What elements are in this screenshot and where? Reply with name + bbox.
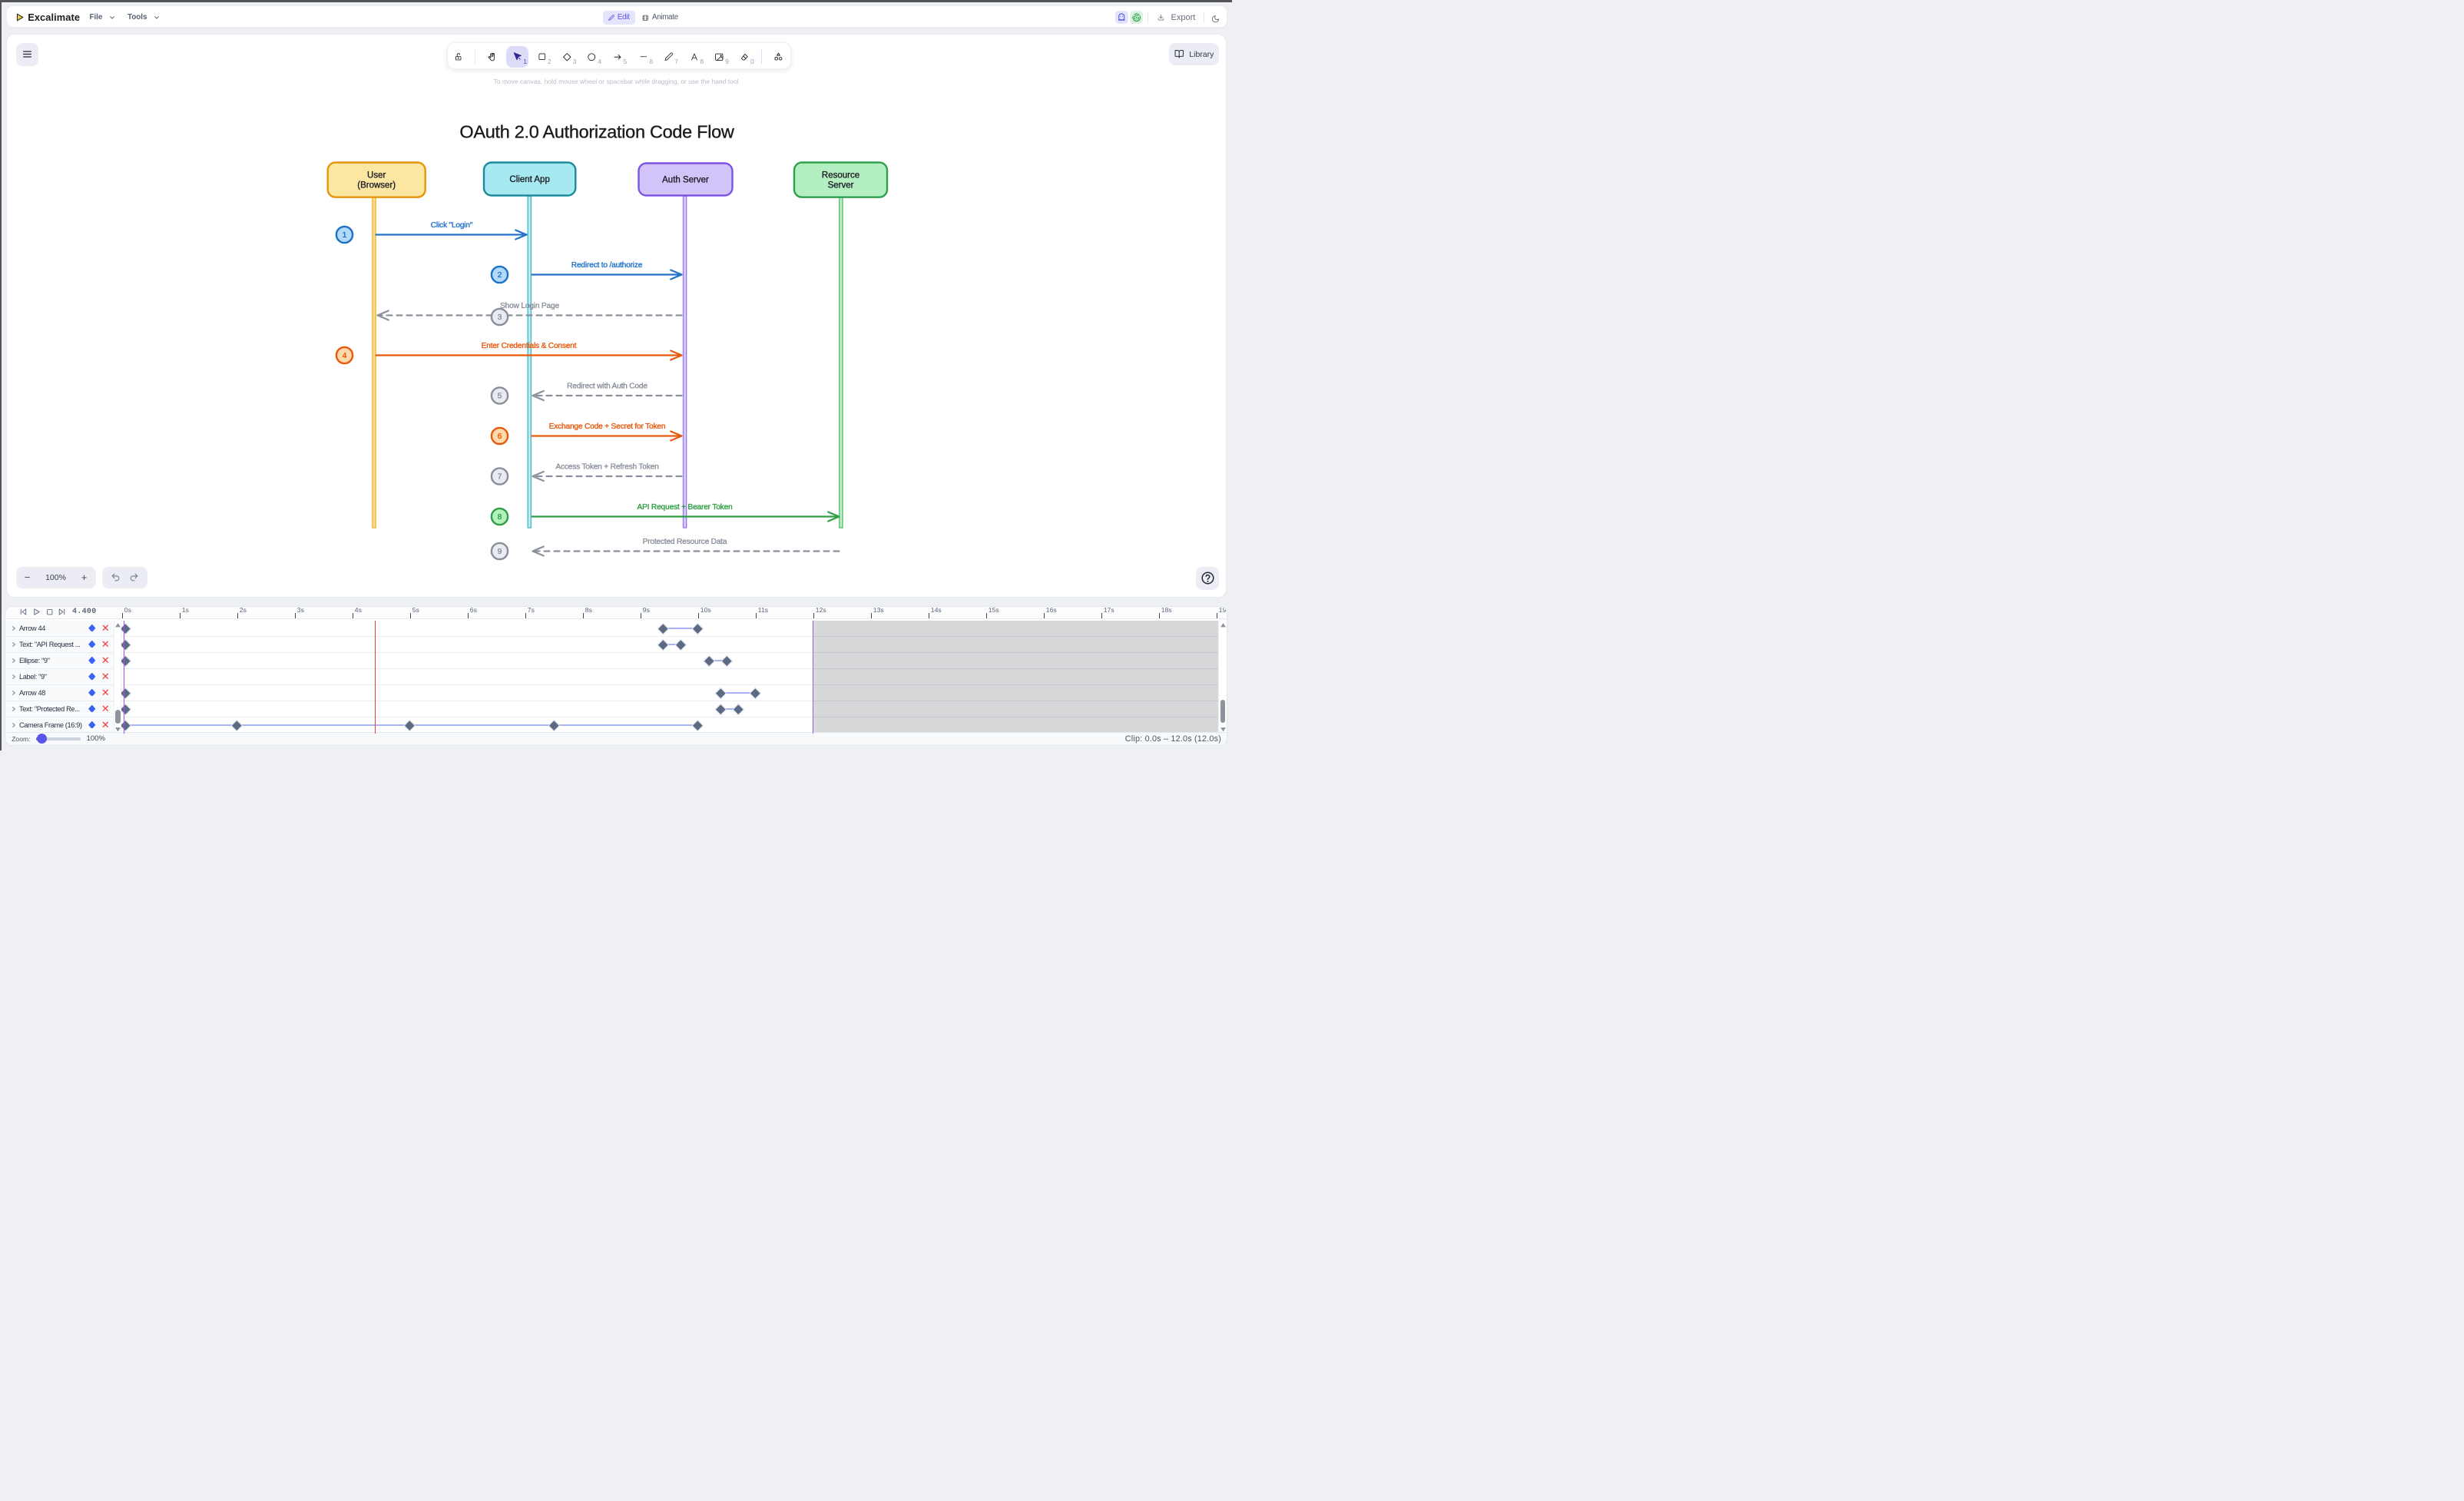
svg-text:4: 4 xyxy=(342,351,346,360)
svg-text:OAuth 2.0 Authorization Code F: OAuth 2.0 Authorization Code Flow xyxy=(459,121,735,141)
svg-text:(Browser): (Browser) xyxy=(357,181,396,190)
svg-text:Server: Server xyxy=(827,181,853,190)
svg-text:Protected Resource Data: Protected Resource Data xyxy=(642,538,727,546)
svg-text:Redirect with Auth Code: Redirect with Auth Code xyxy=(567,382,647,390)
svg-text:6: 6 xyxy=(497,432,502,441)
svg-text:9: 9 xyxy=(497,547,502,556)
svg-text:Redirect to /authorize: Redirect to /authorize xyxy=(571,261,642,270)
svg-text:7: 7 xyxy=(497,472,502,481)
svg-text:Exchange Code + Secret for Tok: Exchange Code + Secret for Token xyxy=(548,422,665,431)
svg-text:5: 5 xyxy=(497,391,502,400)
svg-text:2: 2 xyxy=(497,270,502,280)
svg-text:User: User xyxy=(367,171,386,180)
svg-text:Access Token + Refresh Token: Access Token + Refresh Token xyxy=(555,462,658,471)
svg-text:Resource: Resource xyxy=(821,171,859,180)
svg-text:Show Login Page: Show Login Page xyxy=(500,302,559,310)
svg-text:8: 8 xyxy=(497,512,502,522)
svg-text:API Request + Bearer Token: API Request + Bearer Token xyxy=(637,503,732,512)
svg-text:Enter Credentials & Consent: Enter Credentials & Consent xyxy=(481,342,576,350)
svg-text:1: 1 xyxy=(342,230,346,240)
svg-text:Client App: Client App xyxy=(509,175,549,184)
svg-text:Click "Login": Click "Login" xyxy=(430,221,472,230)
svg-text:Auth Server: Auth Server xyxy=(662,175,709,184)
svg-text:3: 3 xyxy=(497,313,502,322)
